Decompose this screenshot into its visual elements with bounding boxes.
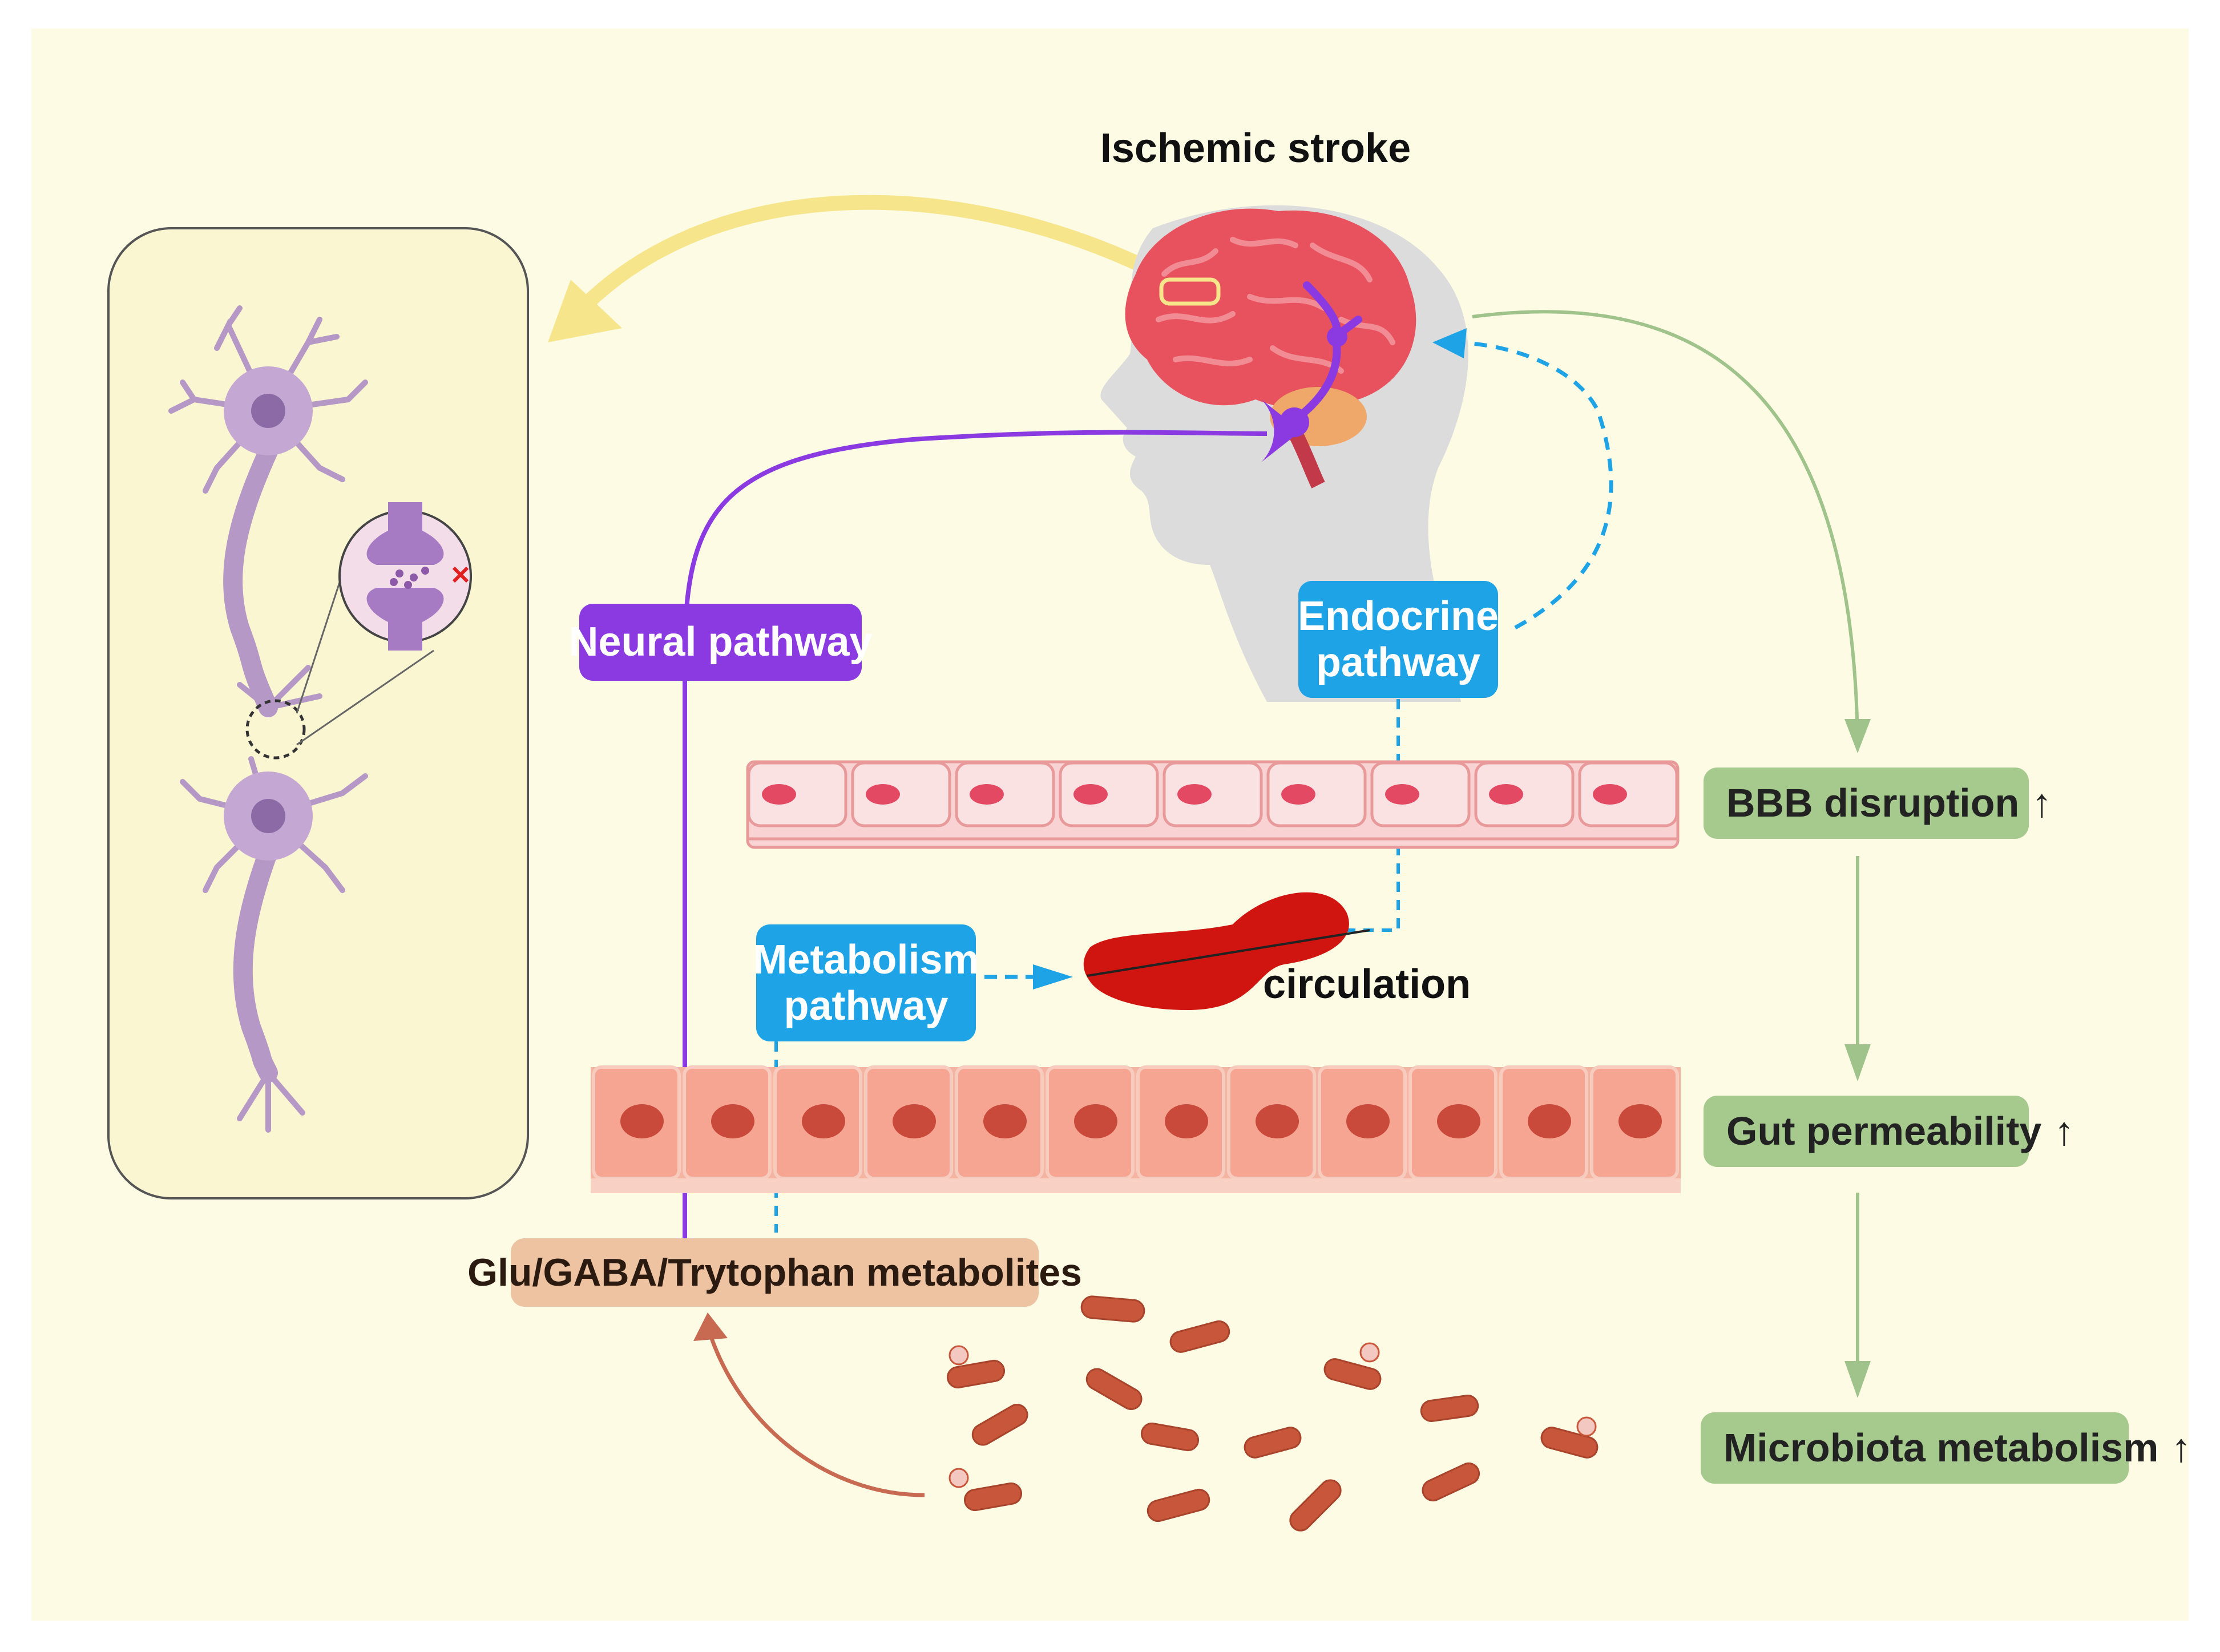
neural-pathway-label: Neural pathway: [568, 619, 873, 665]
metabolism-pathway-label: Metabolism pathway: [753, 936, 979, 1029]
microbiota-metabolism-label: Microbiota metabolism: [1723, 1425, 2159, 1471]
metabolites-label: Glu/GABA/Trytophan metabolites: [467, 1250, 1082, 1294]
metabolites-box: Glu/GABA/Trytophan metabolites: [467, 1238, 1082, 1307]
bbb-endothelium: [746, 760, 1680, 849]
microbiota-metabolism-box: Microbiota metabolism ↑: [1701, 1412, 2191, 1484]
diagram-title: Ischemic stroke: [1100, 125, 1411, 171]
increase-arrow-icon: ↑: [2054, 1109, 2074, 1154]
neuron-panel: [107, 227, 529, 1199]
metabolism-pathway-box: Metabolism pathway: [753, 924, 979, 1041]
brain-to-bbb-arrow: [1472, 310, 1859, 748]
blood-vessel: [1083, 892, 1349, 1010]
circulation-label: circulation: [1262, 961, 1471, 1007]
gut-permeability-label: Gut permeability: [1726, 1109, 2042, 1154]
gut-permeability-box: Gut permeability ↑: [1704, 1096, 2074, 1167]
gut-bacteria: [946, 1295, 1599, 1532]
neural-pathway-box: Neural pathway: [568, 604, 873, 681]
bbb-disruption-label: BBB disruption: [1726, 781, 2020, 826]
brain-to-neuron-arrow: [575, 195, 1189, 316]
endocrine-arrow: [1449, 340, 1613, 630]
neural-pathway-line: [683, 430, 1268, 1238]
endocrine-pathway-box: Endocrine pathway: [1297, 581, 1499, 698]
endocrine-pathway-label: Endocrine pathway: [1297, 593, 1499, 685]
bacteria-phages: [948, 1342, 1597, 1488]
bacteria-to-metabolites-arrow: [708, 1334, 925, 1497]
brain: [1125, 208, 1416, 488]
gut-epithelium: [591, 1065, 1681, 1193]
bbb-disruption-box: BBB disruption ↑: [1704, 768, 2052, 839]
increase-arrow-icon: ↑: [2171, 1425, 2191, 1471]
increase-arrow-icon: ↑: [2032, 781, 2052, 826]
